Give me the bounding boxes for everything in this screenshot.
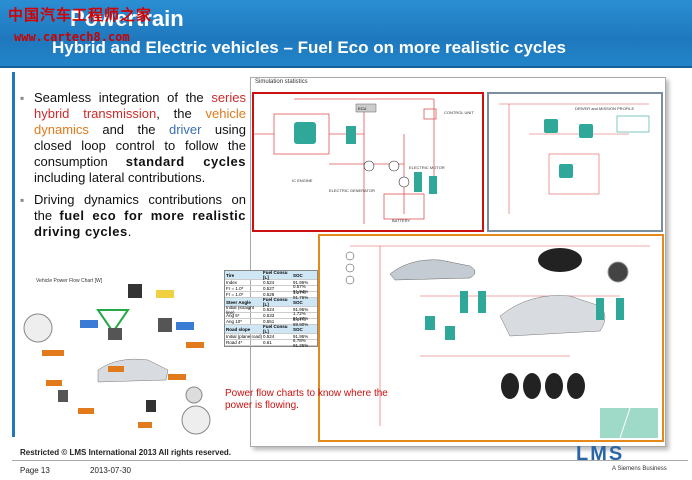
bullet-2: Driving dynamics contributions on the fu… xyxy=(20,192,246,240)
ic-engine-label: IC ENGINE xyxy=(292,178,313,183)
bullet-list: Seamless integration of the series hybri… xyxy=(20,90,246,246)
steering-wheel-icon xyxy=(607,261,629,283)
driver-schematic: DRIVER and MISSION PROFILE xyxy=(499,103,650,214)
gauge-icon xyxy=(185,386,203,404)
motor-icon xyxy=(108,328,122,340)
power-flow-diagram xyxy=(23,284,211,435)
powertrain-model-box: ECU CONTROL UNIT ELECTRIC MOTOR IC ENGIN… xyxy=(252,92,484,232)
dashboard-icon xyxy=(538,248,582,272)
logo-subtitle: A Siemens Business xyxy=(612,466,667,472)
driver-profile-label: DRIVER and MISSION PROFILE xyxy=(575,106,634,111)
engine-icon xyxy=(158,318,172,332)
driver-model-box: DRIVER and MISSION PROFILE xyxy=(487,92,663,232)
powertrain-schematic: ECU CONTROL UNIT ELECTRIC MOTOR IC ENGIN… xyxy=(254,98,474,224)
car-3d-icon xyxy=(499,295,606,337)
slide-subtitle: Hybrid and Electric vehicles – Fuel Eco … xyxy=(52,38,567,57)
battery-icon xyxy=(128,284,142,298)
electric-generator-label: ELECTRIC GENERATOR xyxy=(329,188,375,193)
control-unit-label: CONTROL UNIT xyxy=(444,110,474,115)
side-accent-line xyxy=(12,72,15,437)
vehicle-icon xyxy=(97,358,169,383)
power-flow-caption: Vehicle Power Flow Chart [W] xyxy=(36,278,103,284)
copyright-text: Restricted © LMS International 2013 All … xyxy=(20,448,231,457)
watermark-cn: 中国汽车工程师之家 xyxy=(8,6,153,24)
page-number: Page 13 xyxy=(20,466,50,475)
slide-header: Powertrain Hybrid and Electric vehicles … xyxy=(0,0,692,68)
vehicle-dynamics-box xyxy=(318,234,664,442)
footer-divider xyxy=(12,460,688,461)
gauge-icon xyxy=(23,313,53,343)
power-flow-chart: Vehicle Power Flow Chart [W] xyxy=(18,270,216,445)
gauge-icon xyxy=(181,405,211,435)
car-side-icon xyxy=(389,259,476,281)
slide-date: 2013-07-30 xyxy=(90,466,131,475)
bullet-1: Seamless integration of the series hybri… xyxy=(20,90,246,186)
simulation-title: Simulation statistics xyxy=(255,79,308,85)
battery-label: BATTERY xyxy=(392,218,410,223)
road-icon xyxy=(600,408,658,438)
electric-motor-label: ELECTRIC MOTOR xyxy=(409,165,445,170)
lms-logo: LMS xyxy=(576,443,625,465)
slide-title: Powertrain xyxy=(70,6,184,31)
power-flow-note: Power flow charts to know where the powe… xyxy=(225,388,388,411)
watermark-url: www.cartech8.com xyxy=(14,30,130,44)
ecu-label: ECU xyxy=(358,106,367,111)
vehicle-dynamics-schematic xyxy=(345,245,658,439)
